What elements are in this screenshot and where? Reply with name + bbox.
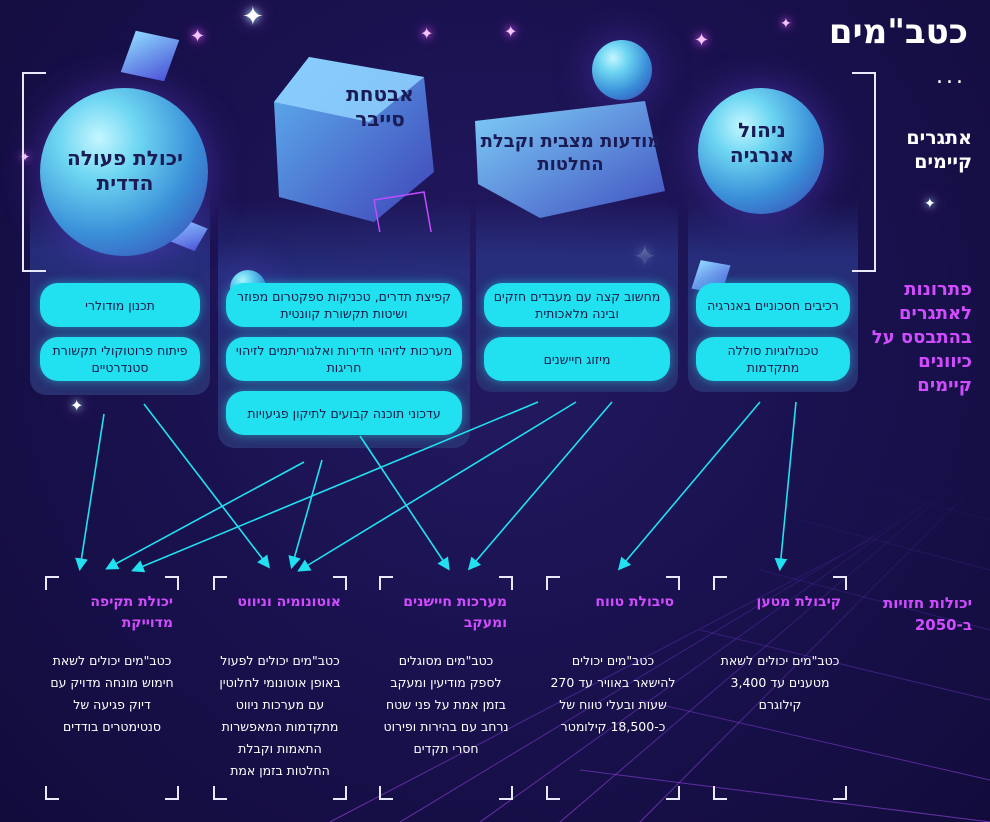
slab-shape (475, 101, 665, 218)
solution-pill: תכנון מודולרי (40, 283, 200, 327)
capability-title: מערכות חיישנים ומעקב (403, 594, 507, 631)
challenge-label-awareness: מודעות מצבית וקבלת החלטות (480, 131, 661, 175)
capability-box: סיבולת טווח כטב"מים יכולים להישאר באוויר… (546, 576, 680, 800)
capability-title: אוטונומיה וניווט (237, 594, 341, 610)
sparkle-icon: ✦ (70, 396, 84, 415)
sparkle-icon: ✦ (924, 196, 936, 212)
sparkle-icon: ✦ (780, 16, 792, 32)
capability-text: כטב"מים יכולים לפעול באופן אוטונומי לחלו… (219, 653, 341, 778)
sparkle-icon: ✦ (190, 26, 206, 47)
solution-pill: פיתוח פרוטוקולי תקשורת סטנדרטיים (40, 337, 200, 381)
solution-pill: עדכוני תוכנה קבועים לתיקון פגיעויות (226, 391, 462, 435)
capability-title: קיבולת מטען (756, 594, 841, 610)
challenge-sphere (698, 88, 824, 214)
sparkle-icon: ✦ (20, 150, 31, 164)
sparkle-icon: ✦ (242, 2, 264, 32)
capability-text: כטב"מים יכולים להישאר באוויר עד 270 שעות… (550, 653, 676, 734)
challenge-label-energy: ניהול אנרגיה (729, 118, 795, 167)
capability-text: כטב"מים יכולים לשאת חימוש מונחה מדויק עם… (50, 653, 174, 734)
solution-pill: רכיבים חסכוניים באנרגיה (696, 283, 850, 327)
capability-title: סיבולת טווח (595, 594, 674, 610)
page-title: כטב"מים (828, 12, 968, 52)
sparkle-icon: ✦ (504, 22, 518, 41)
capability-text: כטב"מים יכולים לשאת מטענים עד 3,400 קילו… (720, 653, 840, 712)
side-label-solutions: פתרונות לאתגרים בהתבסס על כיוונים קיימים (871, 279, 972, 396)
solution-pill: מערכות לזיהוי חדירות ואלגוריתמים לזיהוי … (226, 337, 462, 381)
capability-text: כטב"מים מסוגלים לספק מודיעין ומעקב בזמן … (383, 653, 509, 756)
capability-box: יכולת תקיפה מדוייקת כטב"מים יכולים לשאת … (45, 576, 179, 800)
solution-pill: מחשוב קצה עם מעבדים חזקים ובינה מלאכותית (484, 283, 670, 327)
sphere-icon (592, 40, 652, 100)
challenge-sphere (40, 88, 208, 256)
sparkle-icon: ✦ (420, 24, 434, 43)
frame-bracket (22, 72, 46, 272)
side-label-capabilities: יכולות חזויות ב-2050 (882, 594, 972, 634)
solution-pill: טכנולוגיות סוללה מתקדמות (696, 337, 850, 381)
challenge-label-interoperability: יכולת פעולה הדדית (67, 146, 183, 195)
solution-pill: מיזוג חיישנים (484, 337, 670, 381)
challenge-label-cyber: אבטחת סייבר (346, 82, 414, 131)
sparkle-icon: ✦ (694, 30, 710, 51)
side-label-challenges: אתגרים קיימים (906, 127, 972, 173)
cube-shape (274, 57, 434, 232)
frame-bracket (852, 72, 876, 272)
solution-pill: קפיצת תדרים, טכניקות ספקטרום מפוזר ושיטו… (226, 283, 462, 327)
capability-title: יכולת תקיפה מדוייקת (90, 594, 173, 631)
capability-box: מערכות חיישנים ומעקב כטב"מים מסוגלים לספ… (379, 576, 513, 800)
capability-box: אוטונומיה וניווט כטב"מים יכולים לפעול בא… (213, 576, 347, 800)
capability-box: קיבולת מטען כטב"מים יכולים לשאת מטענים ע… (713, 576, 847, 800)
dots: ... (936, 64, 966, 89)
